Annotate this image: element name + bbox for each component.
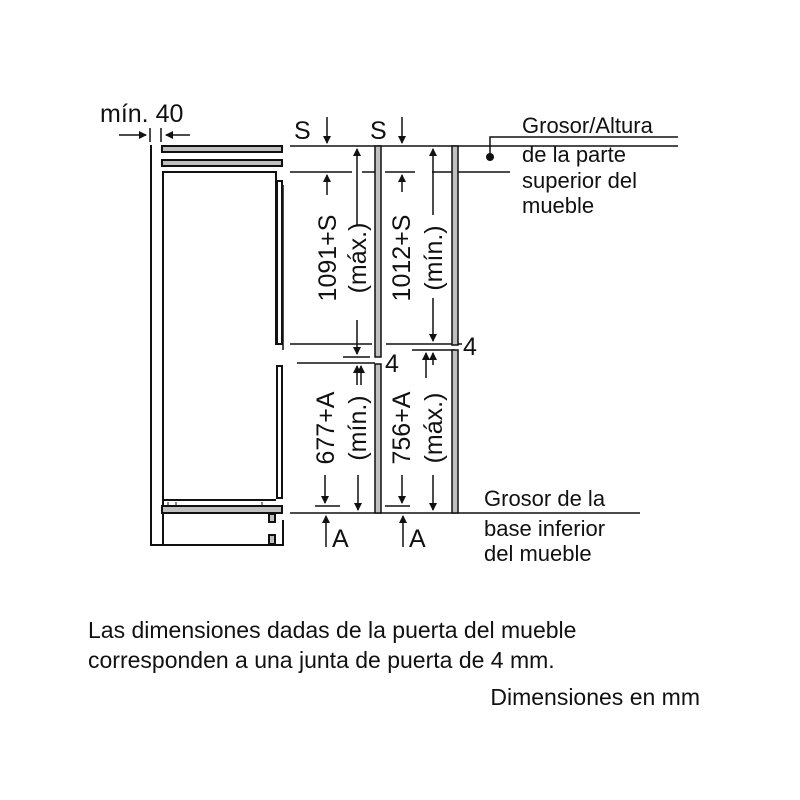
lower-door-panel-right (451, 349, 459, 514)
s-marker-right: S (370, 117, 387, 145)
door-gap-note-line-2: corresponden a una junta de puerta de 4 … (88, 647, 555, 673)
lower-max-dimension: 756+A (388, 391, 416, 464)
lower-min-qualifier-group: (mín.) (344, 395, 372, 460)
top-callout-line-1: Grosor/Altura (522, 113, 654, 138)
door-gap-left-label: 4 (385, 350, 399, 378)
upper-min-value: 1012+S (388, 215, 416, 302)
lower-max-qualifier-group: (máx.) (420, 393, 448, 464)
upper-max-qualifier-group: (máx.) (344, 223, 372, 294)
a-marker-left: A (332, 525, 349, 553)
lower-door-panel-left (374, 363, 382, 514)
side-gap-dimension: mín. 40 (100, 100, 190, 142)
lower-min-qualifier: (mín.) (344, 395, 372, 460)
top-callout-line-4: mueble (522, 193, 594, 218)
door-gap-note-line-1: Las dimensiones dadas de la puerta del m… (88, 617, 577, 643)
top-s-markers: S S (294, 117, 406, 195)
lower-min-dimension: 677+A (312, 391, 340, 464)
bottom-callout-line-2: base inferior (484, 516, 605, 541)
top-callout-line-2: de la parte (522, 142, 626, 167)
bottom-callout-line-3: del mueble (484, 541, 592, 566)
units-note: Dimensiones en mm (490, 684, 700, 710)
upper-max-value: 1091+S (314, 215, 342, 302)
upper-min-qualifier: (mín.) (420, 225, 448, 290)
door-panels (374, 145, 459, 514)
upper-min-qualifier-group: (mín.) (420, 225, 448, 290)
upper-max-qualifier: (máx.) (344, 223, 372, 294)
lower-max-value: 756+A (388, 391, 416, 464)
reference-lines (290, 145, 678, 514)
dimension-arrows (321, 148, 437, 547)
top-thickness-callout: Grosor/Altura de la parte superior del m… (486, 113, 678, 218)
bottom-callout-line-1: Grosor de la (484, 486, 606, 511)
a-marker-right: A (409, 525, 426, 553)
upper-max-dimension: 1091+S (314, 215, 342, 302)
upper-min-dimension: 1012+S (388, 215, 416, 302)
top-callout-line-3: superior del (522, 168, 637, 193)
upper-door-panel-left (374, 145, 382, 358)
lower-min-value: 677+A (312, 391, 340, 464)
door-gap-right-label: 4 (463, 333, 477, 361)
s-marker-left: S (294, 117, 311, 145)
lower-max-qualifier: (máx.) (420, 393, 448, 464)
upper-door-panel-right (451, 145, 459, 346)
bottom-thickness-callout: Grosor de la base inferior del mueble (484, 486, 606, 566)
cabinet-side-view (150, 145, 284, 546)
side-gap-label: mín. 40 (100, 100, 183, 128)
